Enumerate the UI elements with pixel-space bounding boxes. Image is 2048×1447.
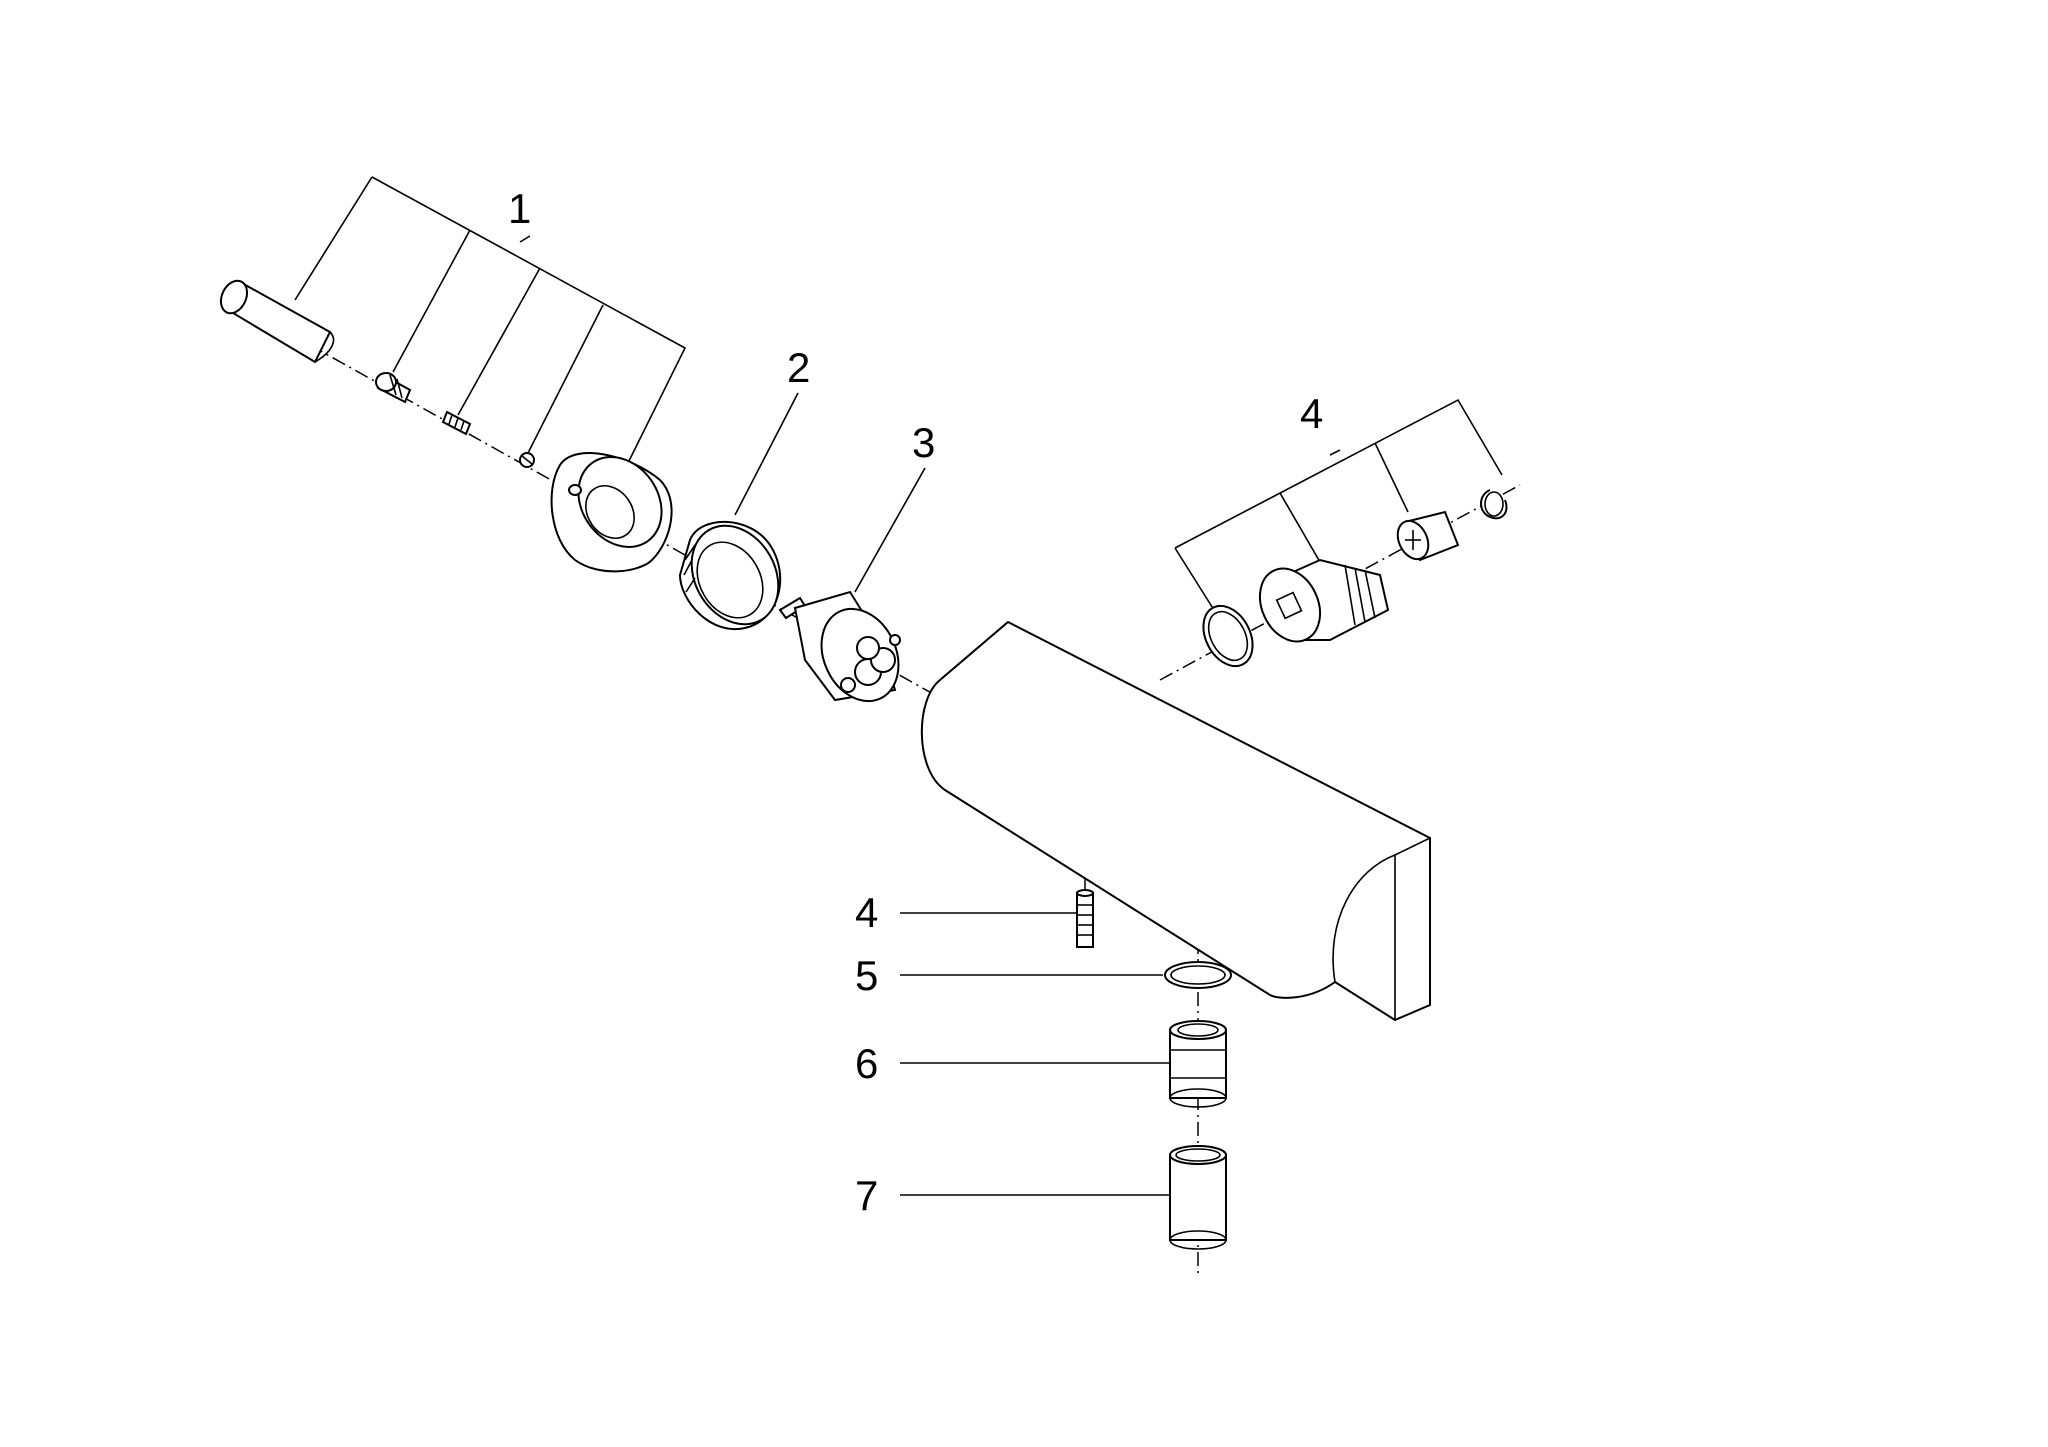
rosette-cap (550, 452, 673, 573)
grub-screw-large (375, 372, 412, 404)
o-ring-bottom (1164, 961, 1232, 989)
threaded-ring (678, 520, 782, 631)
small-screw (519, 452, 535, 468)
callout-6: 6 (855, 1040, 878, 1087)
callout-2: 2 (787, 344, 810, 391)
lever-handle-assembly (219, 279, 673, 573)
o-ring-large (1202, 604, 1254, 668)
callout-3: 3 (912, 419, 935, 466)
grub-screw-bottom (1076, 889, 1094, 948)
diverter-insert (1396, 510, 1460, 562)
lever-handle (219, 279, 335, 364)
callout-7: 7 (855, 1172, 878, 1219)
leader-lines (294, 176, 1503, 1196)
spout-body (920, 620, 1431, 1022)
callout-5: 5 (855, 952, 878, 999)
retaining-clip (1480, 489, 1508, 520)
threaded-nipple (1169, 1020, 1227, 1108)
callout-4-top: 4 (1300, 390, 1323, 437)
callout-1: 1 (508, 185, 531, 232)
aerator-sleeve (1169, 1145, 1227, 1250)
callout-numbers: 1 2 3 4 4 5 6 7 (508, 185, 1323, 1219)
diverter-housing (1258, 558, 1390, 643)
mixing-cartridge (778, 590, 901, 703)
diverter-assembly (1202, 489, 1508, 668)
threaded-pin (441, 410, 472, 436)
callout-4-side: 4 (855, 889, 878, 936)
